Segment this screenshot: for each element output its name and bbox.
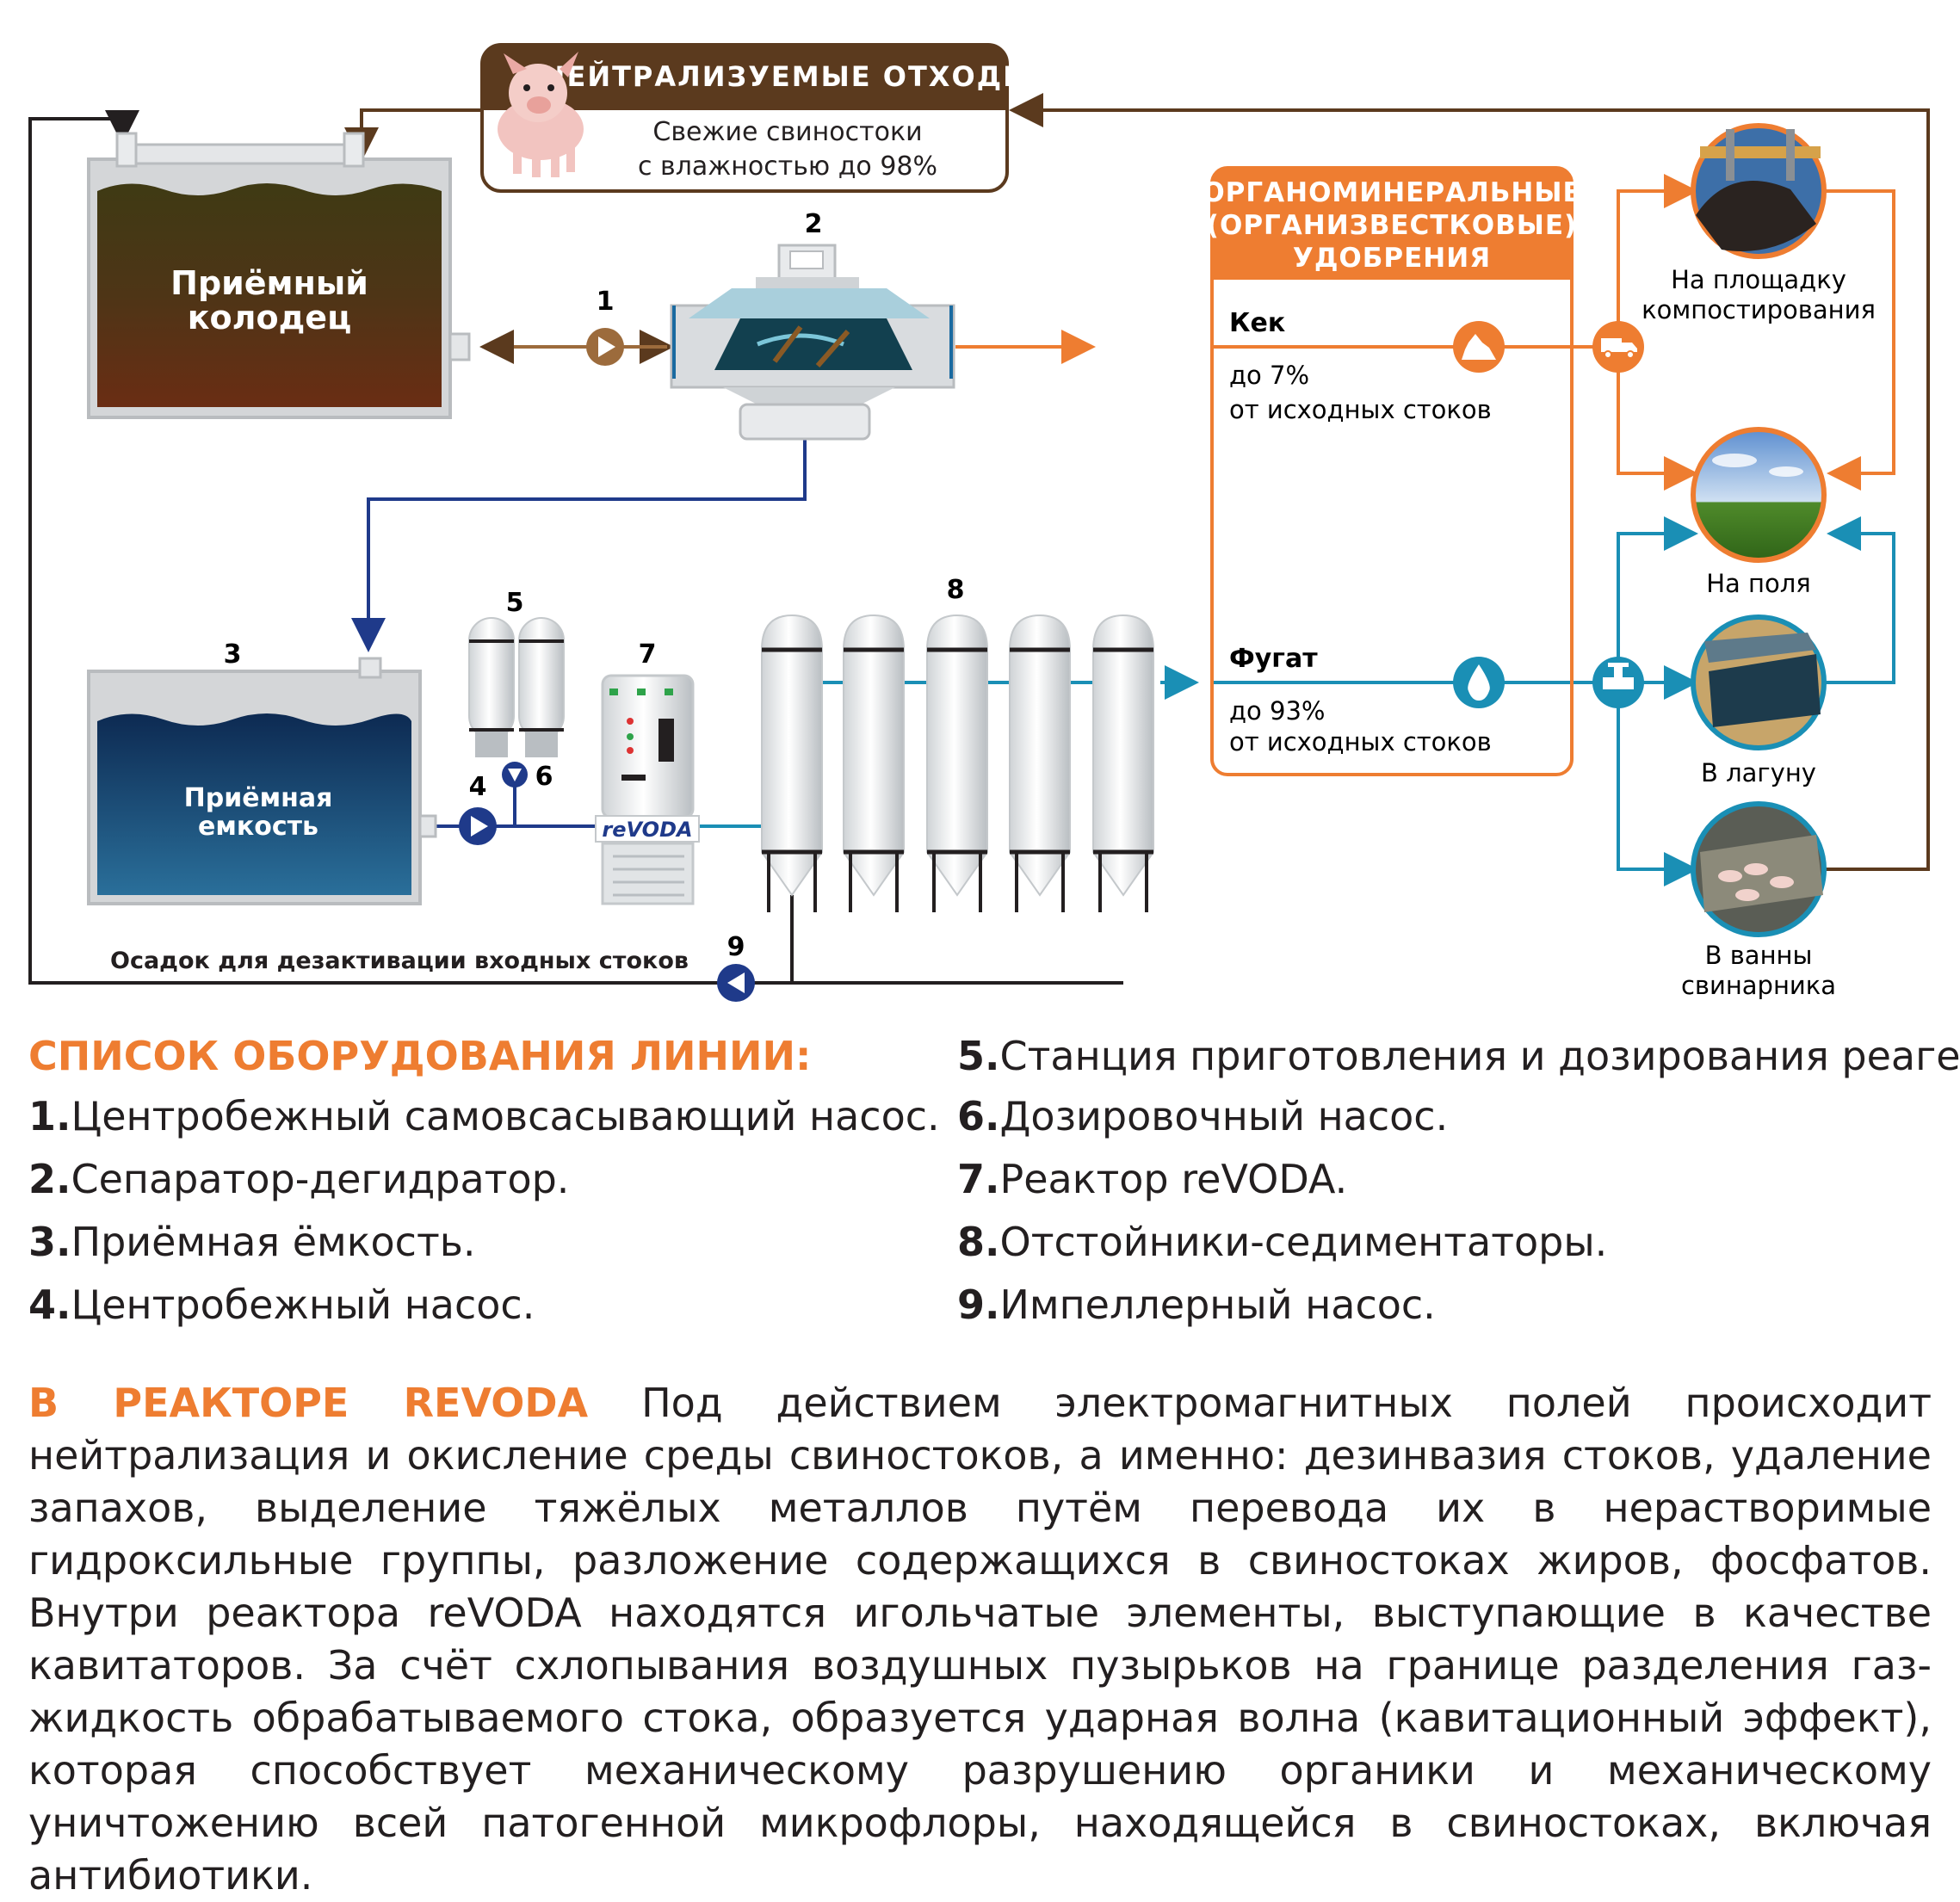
truck-icon [1592, 321, 1644, 373]
well-label-line2: колодец [188, 299, 351, 337]
compost-branch [1617, 174, 1698, 347]
equipment-header: СПИСОК ОБОРУДОВАНИЯ ЛИНИИ: [28, 1033, 812, 1079]
recycle-line [1009, 93, 1930, 871]
description-lead: В РЕАКТОРЕ REVODA [28, 1380, 589, 1426]
callout-6: 6 [535, 762, 553, 792]
pump-9-icon [717, 964, 755, 1002]
equipment-item: 9.Импеллерный насос. [957, 1281, 1436, 1328]
fugate-label: Фугат [1229, 644, 1318, 674]
well-label-line1: Приёмный [170, 264, 368, 302]
cake-share-2: от исходных стоков [1229, 395, 1492, 424]
baths-branch [1617, 682, 1698, 886]
separator-icon [670, 244, 955, 441]
fields-photo [1691, 427, 1827, 563]
fugate-share-2: от исходных стоков [1229, 727, 1492, 756]
fertilizer-title-2: (ОРГАНИЗВЕСТКОВЫЕ) [1207, 210, 1577, 241]
tank-label-line2: емкость [198, 812, 318, 842]
equipment-item: 1.Центробежный самовсасывающий насос. [28, 1093, 940, 1139]
equipment-item: 8.Отстойники-седиментаторы. [957, 1219, 1608, 1265]
callout-7: 7 [639, 639, 657, 670]
callout-8: 8 [947, 575, 965, 605]
compost-photo [1691, 123, 1827, 259]
equipment-item: 2.Сепаратор-дегидратор. [28, 1156, 570, 1202]
fertilizer-title-1: ОРГАНОМИНЕРАЛЬНЫЕ [1202, 177, 1581, 208]
separator-to-tank-line [351, 435, 807, 652]
description-body: Под действием электромагнитных полей про… [28, 1380, 1932, 1899]
process-diagram: НЕЙТРАЛИЗУЕМЫЕ ОТХОДЫ Свежие свиностоки … [28, 43, 1930, 1002]
lagoon-label: В лагуну [1701, 758, 1816, 787]
waste-box-title: НЕЙТРАЛИЗУЕМЫЕ ОТХОДЫ [542, 60, 1034, 93]
cake-share-1: до 7% [1229, 361, 1309, 390]
callout-1: 1 [597, 287, 615, 317]
pump-1-icon [586, 328, 624, 366]
lagoon-to-fields [1823, 516, 1895, 684]
reactor-logo: reVODA [602, 818, 692, 842]
callout-3: 3 [224, 639, 242, 670]
pump-4-icon [459, 807, 497, 845]
waste-inflow-line [344, 108, 482, 162]
reagent-station-icon [468, 617, 565, 757]
lagoon-photo [1691, 614, 1827, 750]
equipment-item: 3.Приёмная ёмкость. [28, 1219, 476, 1265]
compost-label-1: На площадку [1671, 265, 1846, 294]
receiving-well: Приёмный колодец [87, 132, 471, 419]
callout-2: 2 [805, 209, 823, 239]
pump-6-icon [502, 762, 528, 787]
settlers-icon [761, 615, 1153, 912]
waste-box-line2: с влажностью до 98% [638, 151, 937, 182]
pig-icon [498, 52, 584, 177]
equipment-item: 5.Станция приготовления и дозирования ре… [957, 1033, 1960, 1079]
baths-label-2: свинарника [1681, 971, 1836, 1000]
fertilizer-title-3: УДОБРЕНИЯ [1293, 243, 1491, 274]
equipment-item: 4.Центробежный насос. [28, 1281, 535, 1328]
pigsty-photo [1691, 801, 1827, 937]
equipment-item: 6.Дозировочный насос. [957, 1093, 1449, 1139]
equipment-item: 7.Реактор reVODA. [957, 1156, 1348, 1202]
water-drop-icon [1453, 657, 1505, 708]
waste-box: НЕЙТРАЛИЗУЕМЫЕ ОТХОДЫ Свежие свиностоки … [480, 43, 1034, 193]
receiving-tank: Приёмная емкость [87, 657, 437, 905]
cake-pile-icon [1453, 321, 1505, 373]
cake-label: Кек [1229, 308, 1285, 338]
sediment-return-line [28, 110, 1123, 985]
tank-label-line1: Приёмная [184, 783, 333, 813]
baths-label-1: В ванны [1705, 941, 1813, 970]
fields-label: На поля [1706, 569, 1810, 598]
waste-box-line1: Свежие свиностоки [652, 117, 922, 147]
revoda-reactor-icon: reVODA [595, 674, 700, 905]
compost-label-2: компостирования [1642, 295, 1876, 324]
fields-branch-orange [1617, 347, 1698, 491]
reactor-description: В РЕАКТОРЕ REVODA Под действием электром… [28, 1377, 1932, 1902]
callout-4: 4 [469, 772, 487, 802]
fertilizer-box: ОРГАНОМИНЕРАЛЬНЫЕ (ОРГАНИЗВЕСТКОВЫЕ) УДО… [1202, 166, 1581, 776]
sediment-label: Осадок для дезактивации входных стоков [110, 948, 689, 974]
fugate-share-1: до 93% [1229, 696, 1325, 726]
valve-icon [1592, 657, 1644, 708]
callout-9: 9 [727, 932, 745, 962]
compost-to-fields [1823, 189, 1895, 491]
callout-5: 5 [506, 588, 524, 618]
fields-branch-teal [1617, 516, 1698, 682]
